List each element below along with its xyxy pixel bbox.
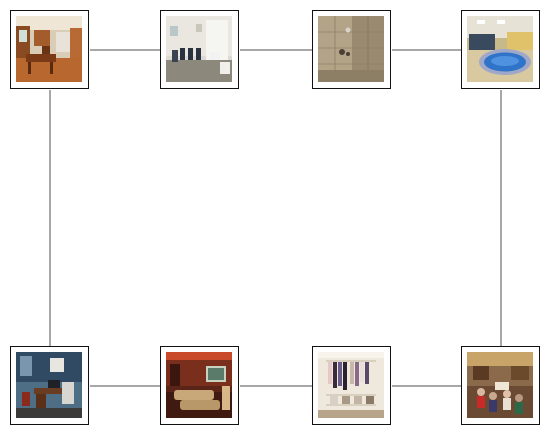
home-theater-photo — [166, 352, 232, 418]
kitchen-thumbnail[interactable] — [10, 10, 89, 89]
waiting-room-photo — [166, 16, 232, 82]
home-office-photo — [16, 352, 82, 418]
indoor-hot-tub-thumbnail[interactable] — [461, 10, 540, 89]
home-office-thumbnail[interactable] — [10, 346, 89, 425]
party-room-thumbnail[interactable] — [461, 346, 540, 425]
waiting-room-thumbnail[interactable] — [160, 10, 239, 89]
tiled-shower-thumbnail[interactable] — [312, 10, 391, 89]
party-room-photo — [467, 352, 533, 418]
tiled-shower-photo — [318, 16, 384, 82]
home-theater-thumbnail[interactable] — [160, 346, 239, 425]
kitchen-photo — [16, 16, 82, 82]
walk-in-closet-thumbnail[interactable] — [312, 346, 391, 425]
walk-in-closet-photo — [318, 352, 384, 418]
indoor-hot-tub-photo — [467, 16, 533, 82]
